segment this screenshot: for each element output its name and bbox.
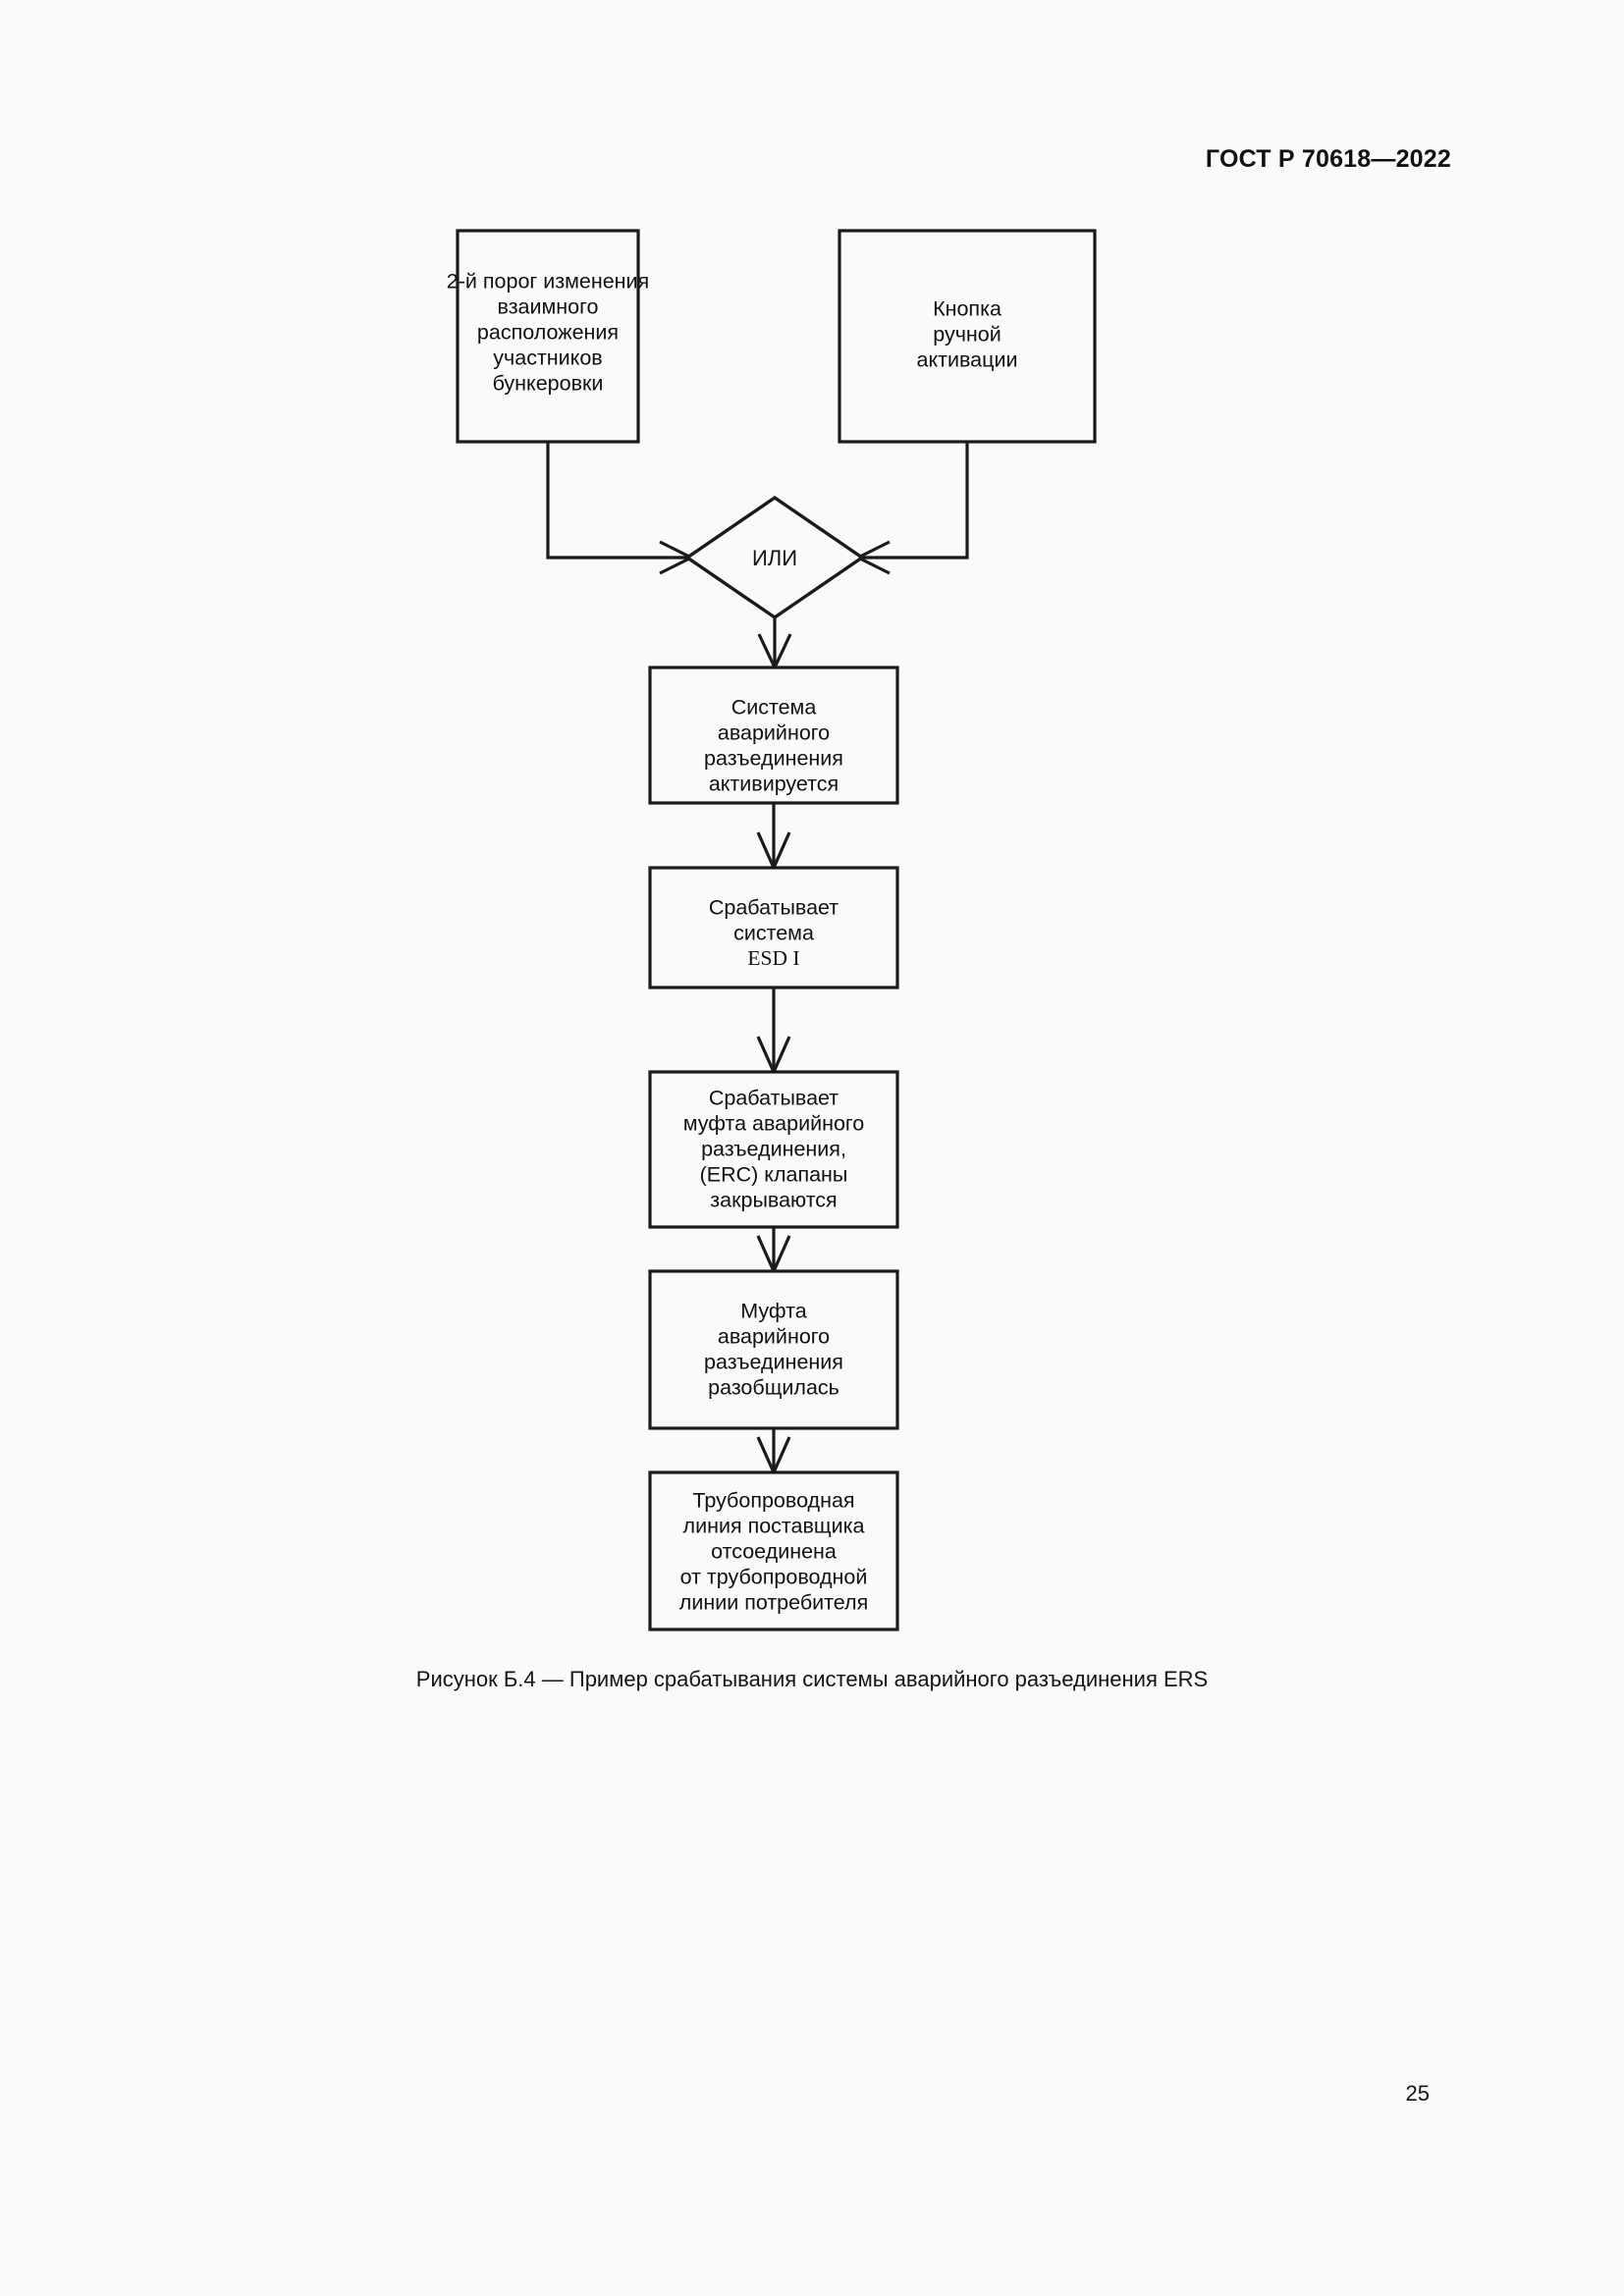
node-coupling-separated-line-2: разъединения bbox=[704, 1351, 843, 1374]
node-esd-triggered: Срабатывает система ESD I bbox=[648, 866, 899, 989]
node-ers-activated-line-2: разъединения bbox=[704, 747, 843, 771]
node-ers-activated: Система аварийного разъединения активиру… bbox=[648, 666, 899, 805]
connector-button-to-or bbox=[854, 442, 969, 575]
page-number: 25 bbox=[1405, 2081, 1430, 2106]
node-manual-button: Кнопка ручной активации bbox=[838, 229, 1097, 444]
node-trigger-threshold-line-2: расположения bbox=[477, 321, 619, 345]
node-erc-valves-line-1: муфта аварийного bbox=[683, 1112, 865, 1136]
connector-coupling-to-pipeline bbox=[756, 1428, 791, 1476]
node-coupling-separated: Муфта аварийного разъединения разобщилас… bbox=[648, 1269, 899, 1430]
node-pipeline-disconnected: Трубопроводная линия поставщика отсоедин… bbox=[648, 1470, 899, 1631]
node-erc-valves-line-4: закрываются bbox=[710, 1189, 837, 1212]
node-esd-triggered-line-0: Срабатывает bbox=[709, 896, 839, 920]
node-coupling-separated-line-3: разобщилась bbox=[708, 1376, 839, 1400]
connector-esd-to-erc bbox=[756, 988, 791, 1076]
node-esd-triggered-line-1: система bbox=[733, 922, 814, 945]
node-trigger-threshold: 2-й порог изменения взаимного расположен… bbox=[447, 229, 649, 444]
connector-or-to-ers-activated bbox=[757, 617, 792, 671]
node-trigger-threshold-line-4: бункеровки bbox=[493, 372, 604, 396]
figure-b4-flowchart: 2-й порог изменения взаимного расположен… bbox=[447, 229, 1097, 1631]
node-trigger-threshold-line-1: взаимного bbox=[498, 295, 599, 319]
node-or-gate-label: ИЛИ bbox=[752, 546, 797, 570]
figure-caption: Рисунок Б.4 — Пример срабатывания систем… bbox=[415, 1667, 1209, 1691]
node-erc-valves: Срабатывает муфта аварийного разъединени… bbox=[648, 1070, 899, 1229]
node-pipeline-disconnected-line-1: линия поставщика bbox=[683, 1515, 865, 1538]
node-erc-valves-line-0: Срабатывает bbox=[709, 1087, 839, 1110]
node-or-gate: ИЛИ bbox=[683, 495, 866, 620]
node-erc-valves-line-2: разъединения, bbox=[701, 1138, 846, 1161]
document-standard-header: ГОСТ Р 70618—2022 bbox=[1205, 145, 1451, 173]
node-manual-button-line-0: Кнопка bbox=[933, 297, 1001, 321]
node-pipeline-disconnected-line-3: от трубопроводной bbox=[680, 1566, 868, 1589]
node-pipeline-disconnected-line-0: Трубопроводная bbox=[692, 1489, 854, 1513]
connector-threshold-to-or bbox=[546, 442, 695, 575]
node-pipeline-disconnected-line-4: линии потребителя bbox=[679, 1591, 868, 1615]
node-trigger-threshold-line-0: 2-й порог изменения bbox=[447, 270, 649, 294]
node-esd-triggered-line-2: ESD I bbox=[747, 946, 799, 970]
connector-erc-to-coupling bbox=[756, 1227, 791, 1275]
node-ers-activated-line-1: аварийного bbox=[718, 721, 830, 745]
node-coupling-separated-line-1: аварийного bbox=[718, 1325, 830, 1349]
node-ers-activated-line-0: Система bbox=[731, 696, 817, 720]
node-erc-valves-line-3: (ERC) клапаны bbox=[700, 1163, 848, 1187]
node-manual-button-line-1: ручной bbox=[933, 323, 1001, 347]
node-manual-button-line-2: активации bbox=[917, 348, 1018, 372]
node-ers-activated-line-3: активируется bbox=[709, 773, 839, 796]
node-coupling-separated-line-0: Муфта bbox=[740, 1300, 806, 1323]
connector-ers-to-esd bbox=[756, 803, 791, 872]
node-trigger-threshold-line-3: участников bbox=[493, 347, 602, 370]
node-pipeline-disconnected-line-2: отсоединена bbox=[711, 1540, 837, 1564]
